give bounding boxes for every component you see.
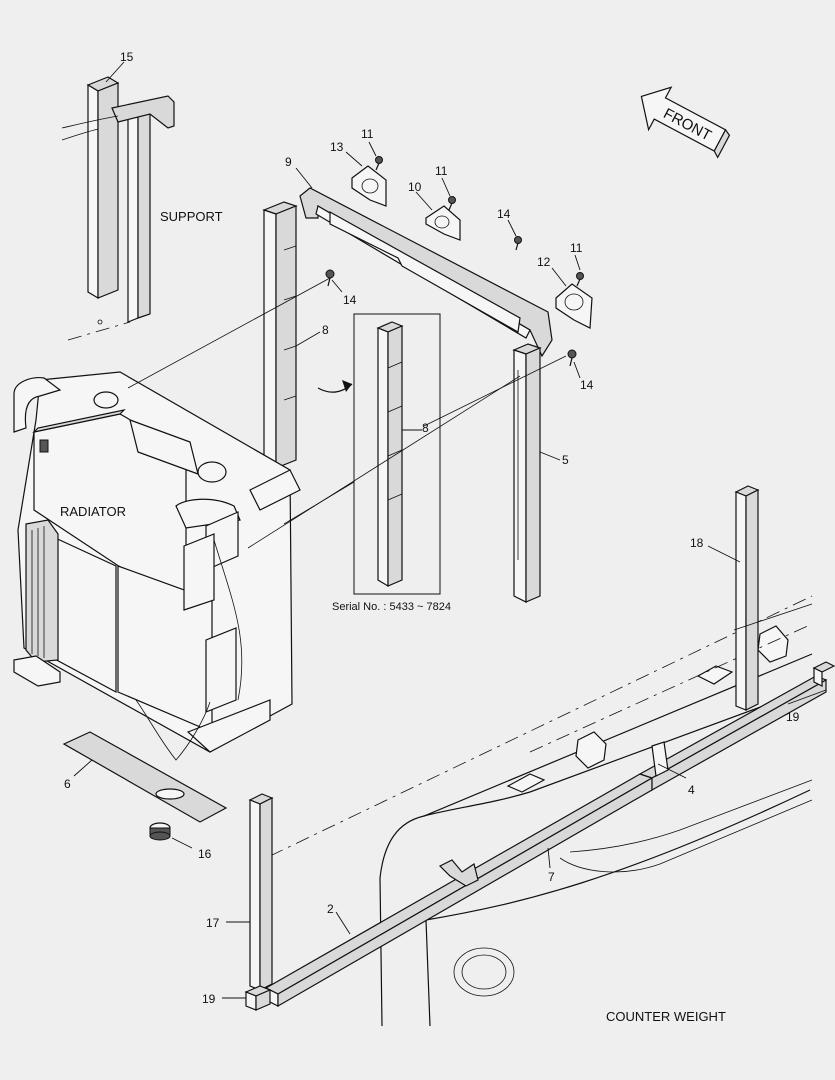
callouts: 15 13 11 9 11 10 14 11 12 14 8 8 14 5 18… xyxy=(64,50,800,1006)
post-17 xyxy=(248,793,274,991)
support-label: SUPPORT xyxy=(160,209,223,224)
callout-10: 10 xyxy=(408,180,422,194)
callout-19: 19 xyxy=(202,992,216,1006)
caps-19 xyxy=(244,661,835,1011)
callout-11: 11 xyxy=(435,164,448,178)
side-seal-5 xyxy=(512,343,542,603)
callout-7: 7 xyxy=(548,870,555,884)
support-bracket xyxy=(61,76,175,341)
callout-14: 14 xyxy=(343,293,357,307)
assembly-lines xyxy=(127,277,813,631)
side-seal-8 xyxy=(262,201,298,469)
callout-8: 8 xyxy=(322,323,329,337)
callout-9: 9 xyxy=(285,155,292,169)
callout-17: 17 xyxy=(206,916,220,930)
leader-lines xyxy=(73,61,827,999)
bar-2-7-4 xyxy=(264,675,828,1008)
bolt-icons xyxy=(325,156,584,367)
callout-11: 11 xyxy=(361,127,374,141)
top-seal-9 xyxy=(299,187,553,358)
callout-2: 2 xyxy=(327,902,334,916)
plate-13 xyxy=(351,165,387,207)
radiator-assembly: RADIATOR xyxy=(13,371,301,761)
plate-6 xyxy=(62,731,228,823)
callout-5: 5 xyxy=(562,453,569,467)
radiator-label: RADIATOR xyxy=(60,504,126,519)
serial-inset: Serial No. : 5433 ~ 7824 xyxy=(317,313,451,613)
plate-10 xyxy=(425,205,461,241)
callout-14: 14 xyxy=(580,378,594,392)
counter-weight-label: COUNTER WEIGHT xyxy=(606,1009,726,1024)
plate-12 xyxy=(555,283,593,329)
callout-6: 6 xyxy=(64,777,71,791)
callout-8: 8 xyxy=(422,421,429,435)
cap-16 xyxy=(149,822,171,841)
callout-14: 14 xyxy=(497,207,511,221)
callout-11: 11 xyxy=(570,241,583,255)
callout-4: 4 xyxy=(688,783,695,797)
counter-weight xyxy=(269,595,813,1027)
post-18 xyxy=(734,485,760,711)
callout-19: 19 xyxy=(786,710,800,724)
callout-15: 15 xyxy=(120,50,134,64)
callout-18: 18 xyxy=(690,536,704,550)
callout-13: 13 xyxy=(330,140,344,154)
front-arrow: FRONT xyxy=(640,86,731,159)
serial-number-label: Serial No. : 5433 ~ 7824 xyxy=(332,601,451,613)
callout-12: 12 xyxy=(537,255,551,269)
callout-16: 16 xyxy=(198,847,212,861)
